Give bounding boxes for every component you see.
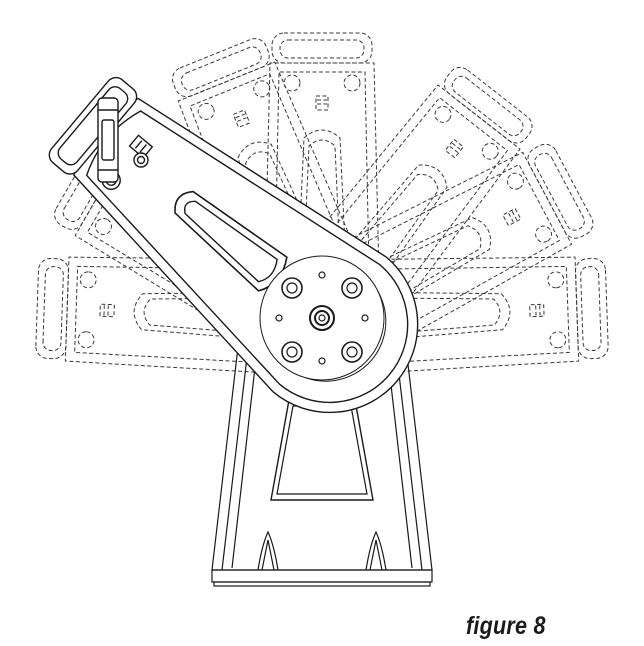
main-arm [48, 76, 419, 414]
hub-assembly [259, 255, 385, 381]
figure-caption: figure 8 [466, 612, 546, 640]
mechanical-diagram [34, 31, 610, 587]
end-clamp [97, 97, 149, 183]
